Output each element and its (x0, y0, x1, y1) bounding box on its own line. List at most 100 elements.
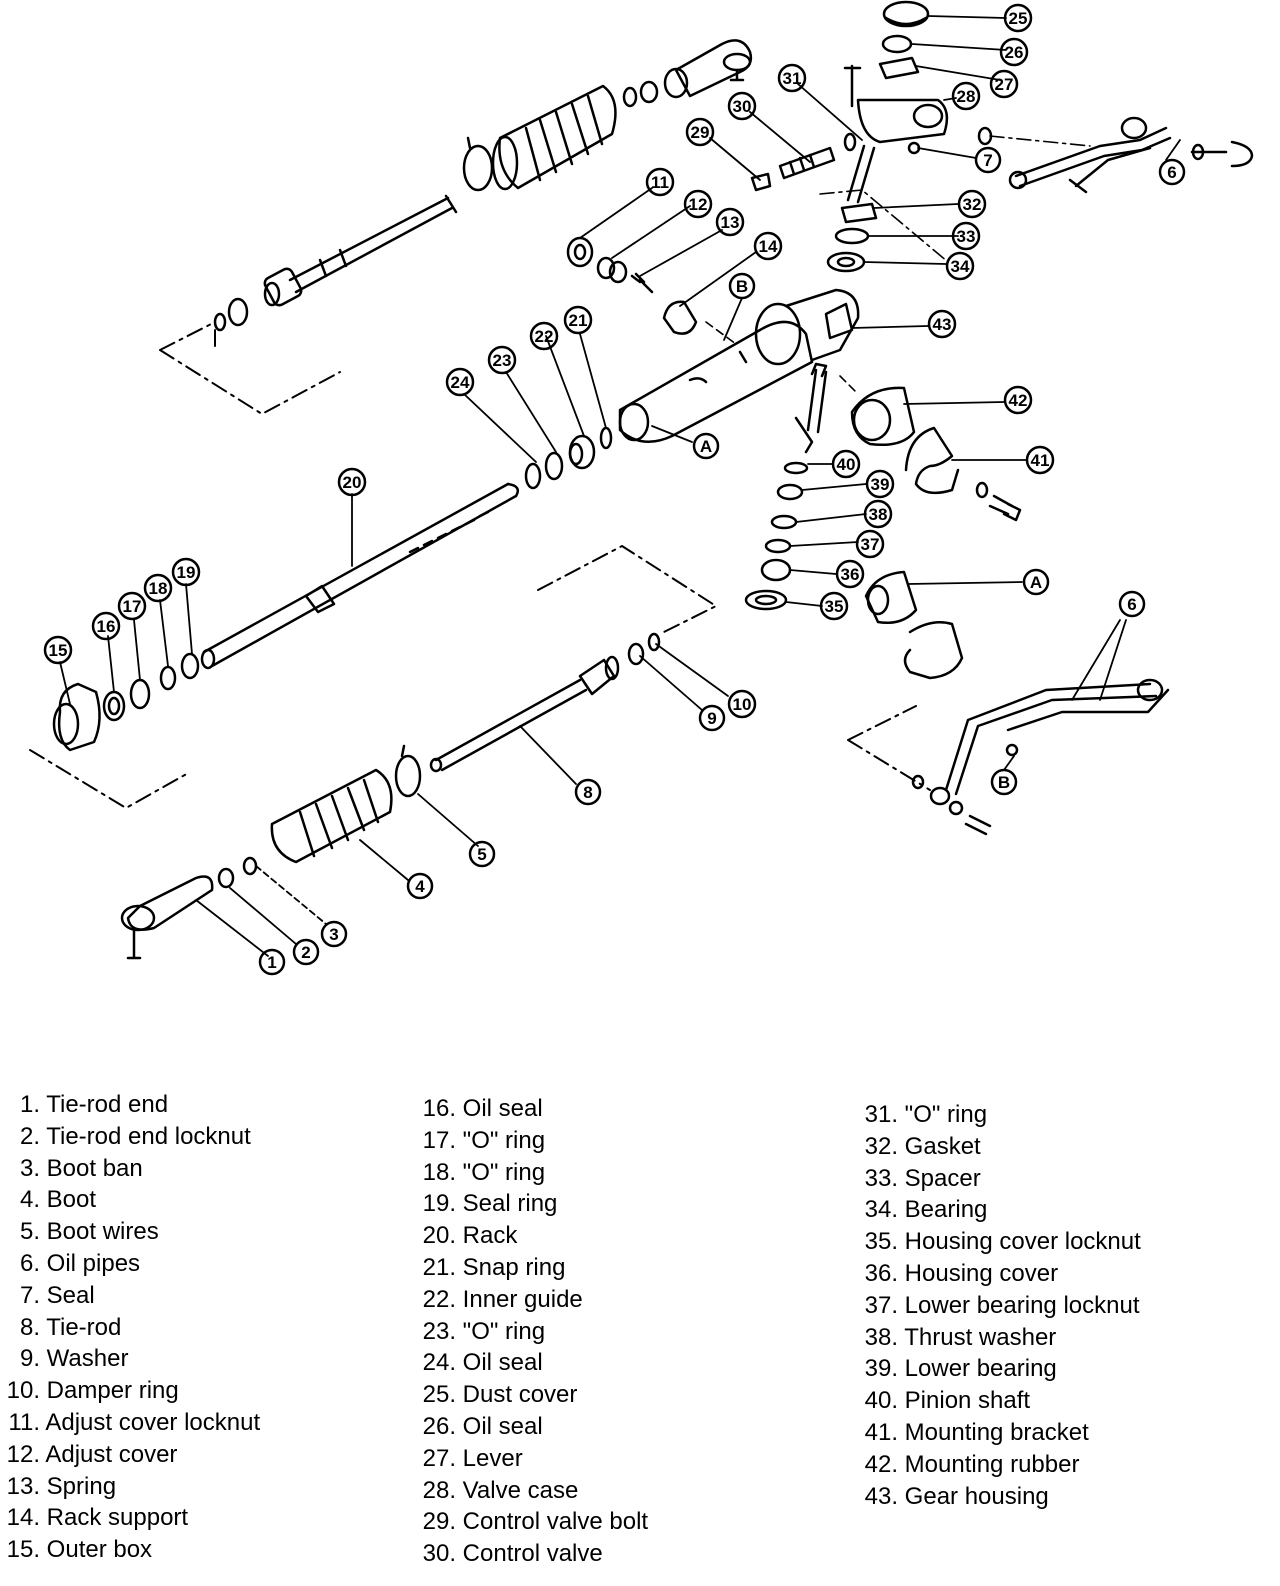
callout-21: 21 (563, 305, 593, 335)
legend-item-text: Mounting bracket (904, 1419, 1089, 1446)
legend-item: 37. Lower bearing locknut (838, 1291, 1140, 1321)
legend-item-text: Housing cover (904, 1260, 1059, 1287)
callout-17: 17 (117, 591, 147, 621)
svg-text:10: 10 (733, 695, 752, 714)
svg-text:3: 3 (329, 925, 338, 944)
svg-text:A: A (700, 437, 712, 456)
legend-item-text: Inner guide (462, 1285, 583, 1313)
legend-item-text: Snap ring (462, 1254, 566, 1281)
callout-19: 19 (171, 557, 201, 587)
callout-29: 29 (685, 117, 715, 147)
damper-ring-part (647, 632, 661, 652)
callout-31: 31 (777, 63, 807, 93)
svg-text:16: 16 (97, 617, 116, 636)
svg-text:15: 15 (49, 641, 68, 660)
svg-text:40: 40 (837, 455, 856, 474)
svg-text:39: 39 (871, 475, 890, 494)
legend-item-text: Spacer (904, 1164, 981, 1192)
lower-left-dash-line (29, 749, 191, 809)
callout-3: 3 (320, 920, 348, 948)
control-valve-bolt-part (750, 172, 772, 192)
lower-locknut-part (217, 867, 235, 889)
legend-item: 43. Gear housing (838, 1482, 1049, 1512)
inner-guide-part (568, 434, 596, 470)
legend-item-number: 5. (19, 1218, 40, 1246)
lower-tie-rod-end-part (120, 875, 214, 960)
legend-item-text: Gasket (904, 1132, 981, 1160)
o-ring-31-part (843, 132, 857, 152)
callout-a-lower: A (1022, 568, 1050, 596)
legend-item: 38. Thrust washer (838, 1323, 1057, 1353)
callout-16: 16 (91, 611, 121, 641)
legend-item-text: Tie-rod (46, 1313, 122, 1341)
legend-item: 2. Tie-rod end locknut (0, 1122, 251, 1152)
legend-item-text: Lower bearing locknut (904, 1291, 1140, 1319)
legend-item: 19. Seal ring (396, 1189, 558, 1219)
legend-item-number: 2. (19, 1122, 40, 1150)
svg-text:B: B (998, 773, 1010, 792)
legend-item: 17. "O" ring (396, 1126, 545, 1156)
legend-item-number: 21. (422, 1254, 456, 1281)
legend-item-text: Lever (462, 1444, 523, 1472)
legend-item-number: 40. (864, 1387, 898, 1415)
legend-item-number: 30. (422, 1540, 456, 1568)
valve-case-part (843, 64, 949, 204)
pinion-dash-line (819, 189, 949, 263)
pinion-shaft-part (794, 362, 828, 454)
exploded-diagram: 1 2 3 4 5 6 6 7 8 9 10 11 12 13 14 15 16… (29, 0, 1254, 976)
legend-item: 33. Spacer (838, 1164, 981, 1194)
legend-item-number: 32. (864, 1132, 898, 1160)
callout-6-upper: 6 (1158, 158, 1186, 186)
legend-item-text: Seal ring (462, 1190, 558, 1218)
adjust-cover-locknut-part (566, 236, 594, 268)
svg-text:20: 20 (343, 473, 362, 492)
upper-locknut-washers (622, 80, 659, 108)
svg-text:22: 22 (535, 327, 554, 346)
callout-34: 34 (945, 251, 975, 281)
svg-text:13: 13 (721, 213, 740, 232)
legend-item: 18. "O" ring (396, 1158, 545, 1188)
legend-item-text: Dust cover (462, 1381, 578, 1409)
svg-text:5: 5 (477, 845, 486, 864)
lever-part (878, 56, 920, 80)
lower-mounting-bracket (864, 570, 964, 680)
legend-item-text: Oil pipes (46, 1250, 141, 1277)
svg-text:B: B (736, 277, 748, 296)
legend-item-number: 37. (864, 1291, 898, 1319)
legend-item-text: Oil seal (462, 1095, 543, 1122)
snap-ring-part (599, 426, 613, 450)
legend-item: 10. Damper ring (0, 1376, 179, 1406)
o-ring-18-part (159, 665, 177, 691)
callout-28: 28 (951, 81, 981, 111)
oil-seal-16-part (102, 690, 126, 722)
legend-item: 40. Pinion shaft (838, 1386, 1030, 1416)
legend-item: 27. Lever (396, 1444, 523, 1474)
legend-item: 9. Washer (0, 1344, 128, 1374)
svg-text:38: 38 (869, 505, 888, 524)
callout-42: 42 (1003, 385, 1033, 415)
legend-item-text: Tie-rod end (46, 1091, 169, 1118)
legend-item-number: 19. (422, 1190, 456, 1218)
legend-item-text: Adjust cover (45, 1440, 178, 1468)
oil-seal-26-part (881, 34, 913, 54)
pipe-dash-line (989, 135, 1091, 147)
legend-item-number: 35. (864, 1228, 898, 1256)
legend-item-number: 16. (422, 1095, 456, 1122)
callout-40: 40 (831, 449, 861, 479)
rack-part (200, 482, 519, 670)
legend-item-text: Mounting rubber (904, 1450, 1080, 1478)
lower-boot-wire-part (394, 744, 422, 798)
legend-item: 20. Rack (396, 1221, 518, 1251)
svg-text:6: 6 (1167, 163, 1176, 182)
legend-item-text: Spring (46, 1472, 117, 1500)
svg-text:27: 27 (995, 75, 1014, 94)
legend-item-text: Oil seal (462, 1349, 543, 1377)
svg-text:19: 19 (177, 563, 196, 582)
svg-text:6: 6 (1127, 595, 1136, 614)
legend-item: 16. Oil seal (396, 1094, 543, 1124)
callout-15: 15 (43, 635, 73, 665)
svg-text:11: 11 (651, 173, 669, 192)
legend-item-number: 6. (19, 1250, 40, 1277)
callout-41: 41 (1025, 445, 1055, 475)
